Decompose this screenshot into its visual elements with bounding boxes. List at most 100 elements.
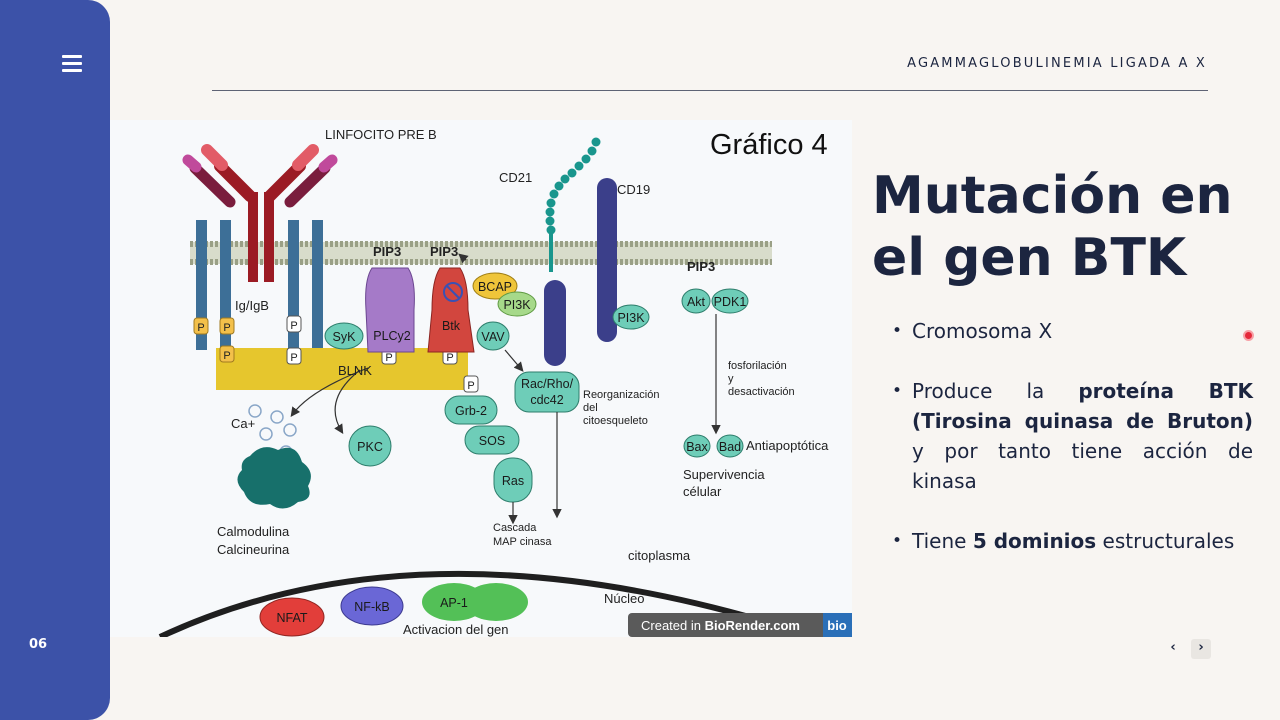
reorg-label: del (583, 402, 598, 414)
p-label: P (467, 380, 474, 392)
nucleo-label: Núcleo (604, 591, 644, 606)
header-title: AGAMMAGLOBULINEMIA LIGADA A X (907, 56, 1207, 71)
slide-navigation: ‹ › (1163, 636, 1214, 659)
plcy2-label: PLCy2 (373, 329, 411, 343)
ap1-shape-b (464, 583, 528, 621)
bullet-bold-text: 5 dominios (972, 529, 1097, 553)
plcy2-shape (365, 267, 415, 353)
grb2-shape (444, 395, 498, 425)
bullet-item: Tiene 5 dominios estructurales (892, 526, 1253, 556)
activacion-label: Activacion del gen (403, 622, 509, 637)
sos-shape (464, 425, 520, 455)
bullet-text: y por tanto tiene acción de kinasa (912, 439, 1253, 493)
btk-label: Btk (442, 319, 461, 333)
blnk-bar (216, 348, 468, 390)
bullet-bold-text: proteína BTK (Tirosina quinasa de Bruton… (912, 379, 1254, 433)
pkc-shape (348, 425, 392, 467)
calcineurina-label: Calcineurina (217, 542, 290, 557)
p-label: P (223, 350, 230, 362)
akt-shape (681, 288, 711, 314)
header-divider (212, 90, 1208, 91)
cd21-label: CD21 (499, 170, 532, 185)
cd19-receptor (597, 178, 617, 342)
calmodulin-shape (237, 447, 311, 509)
p-label: P (197, 322, 204, 334)
syk-label: SyK (333, 330, 357, 344)
p-label: P (446, 352, 453, 364)
fosforilacion-label: fosforilación (728, 360, 787, 372)
fosforilacion-label: desactivación (728, 386, 795, 398)
bullet-text: estructurales (1096, 529, 1235, 553)
ca-label: Ca+ (231, 416, 255, 431)
supervivencia-label: célular (683, 484, 722, 499)
antiapoptotica-label: Antiapoptótica (746, 438, 829, 453)
watermark-prefix: Created in (641, 618, 705, 633)
bcap-label: BCAP (478, 280, 512, 294)
rac-label: Rac/Rho/ (521, 377, 574, 391)
vav-label: VAV (481, 330, 505, 344)
sidebar: 06 (0, 0, 110, 720)
bullet-text: Tiene (912, 529, 973, 553)
reorg-label: citoesqueleto (583, 415, 648, 427)
ig-label: Ig/IgB (235, 298, 269, 313)
reorg-label: Reorganización (583, 389, 659, 401)
bcap-shape (472, 272, 518, 300)
watermark-brand: BioRender.com (705, 618, 800, 633)
pip3-label: PIP3 (687, 259, 715, 274)
svg-text:Created in BioRender.com: Created in BioRender.com (641, 618, 800, 633)
slide-title-line: el gen BTK (872, 228, 1187, 288)
bax-shape (683, 434, 711, 458)
cdc42-label: cdc42 (530, 393, 563, 407)
bullet-text: Produce la (912, 379, 1079, 403)
supervivencia-label: Supervivencia (683, 467, 765, 482)
p-label: P (223, 322, 230, 334)
p-label: P (290, 320, 297, 332)
nfkb-label: NF-kB (354, 600, 389, 614)
pkc-label: PKC (357, 440, 383, 454)
bullet-item: Cromosoma X (892, 316, 1253, 346)
p-label: P (385, 352, 392, 364)
slide-title: Mutación en el gen BTK (872, 165, 1252, 289)
calmodulina-label: Calmodulina (217, 524, 290, 539)
prev-slide-button[interactable]: ‹ (1170, 640, 1176, 655)
cell-membrane (190, 241, 772, 265)
nucleus-membrane (158, 570, 761, 637)
bad-shape (716, 434, 744, 458)
ras-label: Ras (502, 474, 524, 488)
hamburger-menu-icon[interactable] (60, 55, 84, 75)
bad-label: Bad (719, 440, 741, 454)
pi3k-shape (612, 304, 650, 330)
pi3k-label: PI3K (503, 298, 531, 312)
bullet-text: Cromosoma X (912, 319, 1053, 343)
bullet-list: Cromosoma X Produce la proteína BTK (Tir… (892, 316, 1254, 586)
pdk1-label: PDK1 (714, 295, 747, 309)
nfat-shape (259, 597, 325, 637)
slide-title-line: Mutación en (872, 166, 1233, 226)
next-slide-button[interactable]: › (1191, 639, 1212, 659)
rac-shape (514, 371, 580, 413)
ap1-label: AP-1 (440, 596, 468, 610)
sos-label: SOS (479, 434, 505, 448)
cascada-label: Cascada (493, 522, 537, 534)
btk-shape (427, 267, 475, 353)
akt-label: Akt (687, 295, 706, 309)
pip3-label: PIP3 (373, 244, 401, 259)
pathway-arrows (290, 253, 721, 525)
p-label: P (290, 352, 297, 364)
bullet-item: Produce la proteína BTK (Tirosina quinas… (892, 376, 1254, 496)
btk-pathway-figure: P P P P P P P P P P P PLCy2 Btk SyK BCAP… (110, 120, 852, 637)
ig-receptor-shape (182, 144, 338, 350)
pip3-label: PIP3 (430, 244, 458, 259)
pdk1-shape (711, 288, 749, 314)
fosforilacion-label: y (728, 373, 734, 385)
cd19-label: CD19 (617, 182, 650, 197)
nfat-label: NFAT (276, 611, 307, 625)
nfkb-shape (340, 586, 404, 626)
grb2-label: Grb-2 (455, 404, 487, 418)
page-number: 06 (28, 637, 48, 652)
pi3k-shape (497, 291, 537, 317)
bax-label: Bax (686, 440, 708, 454)
linfocito-label: LINFOCITO PRE B (325, 127, 437, 142)
biorender-watermark: Created in BioRender.com bio (628, 613, 852, 637)
watermark-logo: bio (827, 618, 847, 633)
